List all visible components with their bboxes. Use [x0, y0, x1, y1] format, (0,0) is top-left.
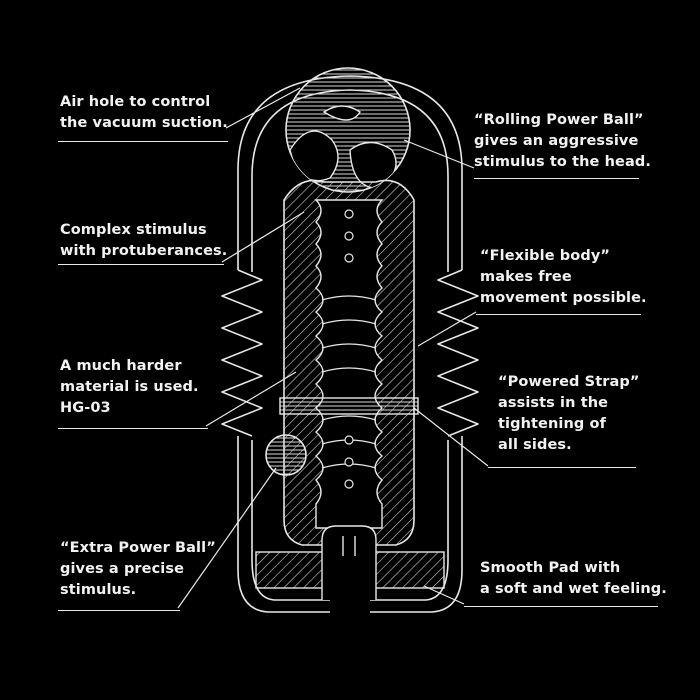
rule-smooth-pad	[464, 606, 658, 607]
callout-line: material is used.	[60, 379, 199, 395]
callout-line: A much harder	[60, 358, 182, 374]
callout-line: assists in the	[498, 395, 609, 411]
callout-line: “Flexible body”	[480, 248, 610, 264]
extra-power-ball	[265, 434, 307, 476]
smooth-pad	[255, 525, 445, 600]
callout-line: stimulus.	[60, 582, 137, 598]
callout-line: HG-03	[60, 400, 111, 416]
callout-harder: A much harder material is used. HG-03	[60, 356, 199, 419]
callout-line: gives an aggressive	[474, 133, 639, 149]
callout-flexible: “Flexible body” makes free movement poss…	[480, 246, 647, 309]
leader-lines	[177, 87, 489, 609]
rule-powered-strap	[488, 467, 636, 468]
callout-line: Smooth Pad with	[480, 560, 621, 576]
callout-line: a soft and wet feeling.	[480, 581, 667, 597]
inner-sleeve	[283, 179, 415, 546]
rule-harder	[58, 428, 208, 429]
callout-line: “Powered Strap”	[498, 374, 640, 390]
callout-smooth-pad: Smooth Pad with a soft and wet feeling.	[480, 558, 667, 600]
callout-line: Air hole to control	[60, 94, 211, 110]
callout-line: all sides.	[498, 437, 572, 453]
callout-line: Complex stimulus	[60, 222, 207, 238]
callout-line: with protuberances.	[60, 243, 228, 259]
rolling-power-ball	[285, 67, 411, 193]
callout-rolling-ball: “Rolling Power Ball” gives an aggressive…	[474, 110, 651, 173]
rule-complex	[58, 264, 224, 265]
rule-flexible	[476, 314, 641, 315]
callout-air-hole: Air hole to control the vacuum suction.	[60, 92, 228, 134]
lower-shell-right	[370, 436, 463, 613]
lower-shell-left	[237, 436, 330, 613]
callout-line: tightening of	[498, 416, 606, 432]
callout-line: “Extra Power Ball”	[60, 540, 216, 556]
powered-strap-band	[279, 397, 419, 415]
callout-line: stimulus to the head.	[474, 154, 651, 170]
right-bellows	[437, 269, 479, 437]
callout-line: gives a precise	[60, 561, 185, 577]
callout-powered-strap: “Powered Strap” assists in the tightenin…	[498, 372, 639, 456]
callout-line: the vacuum suction.	[60, 115, 228, 131]
callout-line: makes free	[480, 269, 572, 285]
left-bellows	[221, 269, 263, 437]
rule-rolling-ball	[474, 178, 639, 179]
callout-complex: Complex stimulus with protuberances.	[60, 220, 227, 262]
callout-line: movement possible.	[480, 290, 647, 306]
rule-extra-ball	[58, 610, 180, 611]
inner-canal	[314, 199, 384, 529]
callout-extra-ball: “Extra Power Ball” gives a precise stimu…	[60, 538, 216, 601]
callout-line: “Rolling Power Ball”	[474, 112, 644, 128]
rule-air-hole	[58, 141, 228, 142]
